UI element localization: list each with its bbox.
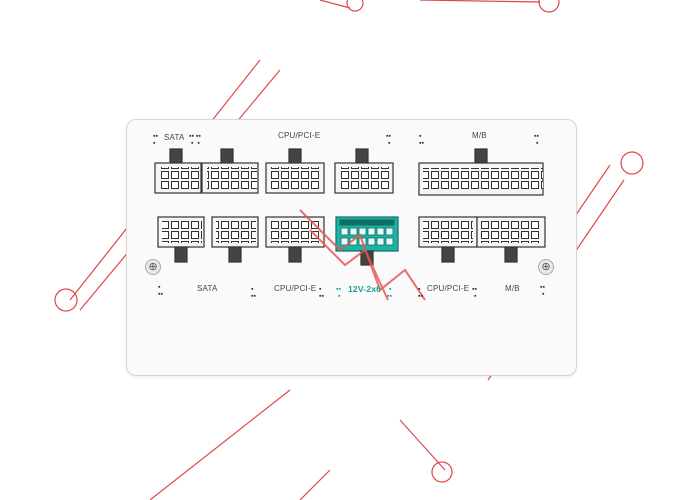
connector-cpu-bottom-1	[265, 216, 325, 263]
dot-marker-icon: ▪▪ ▪	[534, 133, 539, 147]
dot-marker-icon: ▪▪ ▪	[386, 133, 391, 147]
label-top-sata: SATA	[164, 133, 185, 142]
connector-cpu-bottom-2	[418, 216, 478, 263]
dot-marker-icon: ▪▪ ▪▪ ▪ ▪	[189, 133, 201, 147]
label-bottom-mb: M/B	[505, 284, 520, 293]
connector-12v-2x6	[335, 216, 399, 266]
screw-icon: ⊕	[145, 259, 161, 275]
label-top-mb: M/B	[472, 131, 487, 140]
connector-mb-bottom	[476, 216, 546, 263]
connector-sata-top	[154, 148, 259, 194]
label-bottom-cpu-pcie-right: CPU/PCI-E	[427, 284, 470, 293]
dot-marker-icon: ▪▪▪	[387, 286, 392, 300]
label-bottom-cpu-pcie-left: CPU/PCI-E	[274, 284, 317, 293]
label-bottom-sata: SATA	[197, 284, 218, 293]
dot-marker-icon: ▪▪ ▪	[472, 286, 477, 300]
dot-marker-icon: ▪▪ ▪	[540, 284, 545, 298]
dot-marker-icon: ▪▪▪	[251, 286, 256, 300]
screw-icon: ⊕	[538, 259, 554, 275]
connector-cpu-top-2	[334, 148, 394, 194]
dot-marker-icon: ▪▪▪	[419, 133, 424, 147]
dot-marker-icon: ▪▪▪	[418, 286, 423, 300]
connector-cpu-top-1	[265, 148, 325, 194]
dot-marker-icon: ▪▪ ▪	[336, 286, 341, 300]
label-top-cpu-pcie: CPU/PCI-E	[278, 131, 321, 140]
watermark-lines	[299, 209, 426, 301]
connector-sata-bottom	[157, 216, 259, 263]
dot-marker-icon: ▪▪▪	[158, 284, 163, 298]
connector-mb-top	[418, 148, 544, 196]
dot-marker-icon: ▪▪▪	[153, 133, 158, 147]
dot-marker-icon: ▪▪▪	[319, 286, 324, 300]
label-bottom-12v-2x6: 12V-2x6	[348, 284, 382, 294]
